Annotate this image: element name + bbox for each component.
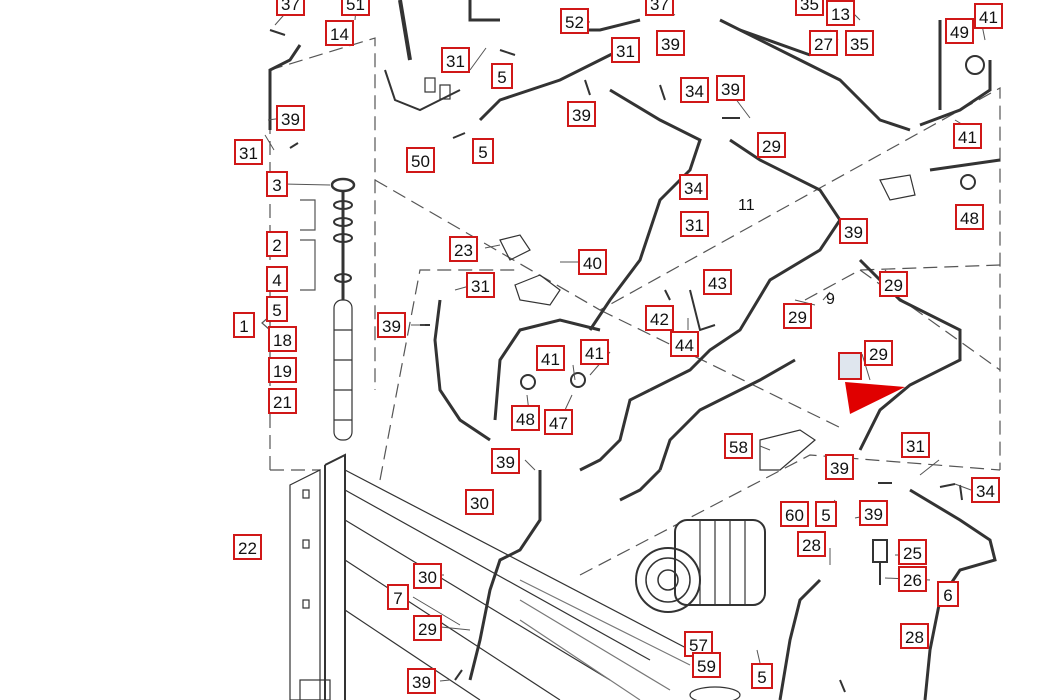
callout-label: 11: [738, 197, 755, 214]
callout-label: 31: [611, 37, 640, 63]
callout-label: 29: [413, 615, 442, 641]
callout-label: 6: [937, 581, 959, 607]
callout-label: 14: [325, 20, 354, 46]
callout-label: 34: [680, 77, 709, 103]
callout-label: 31: [466, 272, 495, 298]
callout-label: 42: [645, 305, 674, 331]
callout-label: 60: [780, 501, 809, 527]
callout-label: 50: [406, 147, 435, 173]
callout-label: 39: [377, 312, 406, 338]
callout-label: 40: [578, 249, 607, 275]
callout-label: 29: [757, 132, 786, 158]
callout-label: 44: [670, 331, 699, 357]
callout-label: 39: [491, 448, 520, 474]
callout-label: 43: [703, 269, 732, 295]
callout-label: 39: [567, 101, 596, 127]
callout-label: 25: [898, 539, 927, 565]
callout-label: 41: [974, 3, 1003, 29]
callout-label: 13: [826, 0, 855, 26]
callout-label: 31: [234, 139, 263, 165]
callout-label: 39: [859, 500, 888, 526]
callout-label: 41: [580, 339, 609, 365]
callout-label: 39: [656, 30, 685, 56]
callout-label: 27: [809, 30, 838, 56]
callout-label: 29: [783, 303, 812, 329]
callout-label: 5: [266, 296, 288, 322]
highlighted-callout: [838, 352, 862, 380]
callout-label: 41: [953, 123, 982, 149]
callout-label: 41: [536, 345, 565, 371]
callout-label: 28: [900, 623, 929, 649]
callout-label: 39: [276, 105, 305, 131]
callout-label: 37: [645, 0, 674, 16]
callout-label: 31: [680, 211, 709, 237]
callout-label: 39: [839, 218, 868, 244]
callout-label: 23: [449, 236, 478, 262]
callout-label: 5: [472, 138, 494, 164]
callout-label: 28: [797, 531, 826, 557]
red-pointer-arrow-icon: [845, 382, 905, 414]
callout-label: 39: [407, 668, 436, 694]
callout-label: 3: [266, 171, 288, 197]
callout-label: 29: [864, 340, 893, 366]
callout-label: 39: [716, 75, 745, 101]
callout-label: 18: [268, 326, 297, 352]
callout-label: 35: [795, 0, 824, 16]
callout-label: 49: [945, 18, 974, 44]
callout-label: 7: [387, 584, 409, 610]
callout-label: 35: [845, 30, 874, 56]
callout-label: 30: [413, 563, 442, 589]
callout-label: 58: [724, 433, 753, 459]
callout-label: 51: [341, 0, 370, 16]
callout-label: 29: [879, 271, 908, 297]
callout-label: 1: [233, 312, 255, 338]
callout-label: 5: [815, 501, 837, 527]
callout-label: 4: [266, 266, 288, 292]
callout-label: 30: [465, 489, 494, 515]
callout-label: 48: [955, 204, 984, 230]
callout-label: 39: [825, 454, 854, 480]
callout-label: 59: [692, 652, 721, 678]
callout-label: 37: [276, 0, 305, 16]
callout-label: 21: [268, 388, 297, 414]
callout-label: 52: [560, 8, 589, 34]
callout-label: 34: [971, 477, 1000, 503]
callout-label: 47: [544, 409, 573, 435]
callout-label: 5: [491, 63, 513, 89]
callout-label: 22: [233, 534, 262, 560]
callout-label: 19: [268, 357, 297, 383]
callout-label: 48: [511, 405, 540, 431]
callout-label: 34: [679, 174, 708, 200]
callout-label: 31: [441, 47, 470, 73]
callout-label: 2: [266, 231, 288, 257]
callout-label: 5: [751, 663, 773, 689]
callout-label: 26: [898, 566, 927, 592]
callout-label: 31: [901, 432, 930, 458]
callout-label: 9: [826, 291, 835, 308]
